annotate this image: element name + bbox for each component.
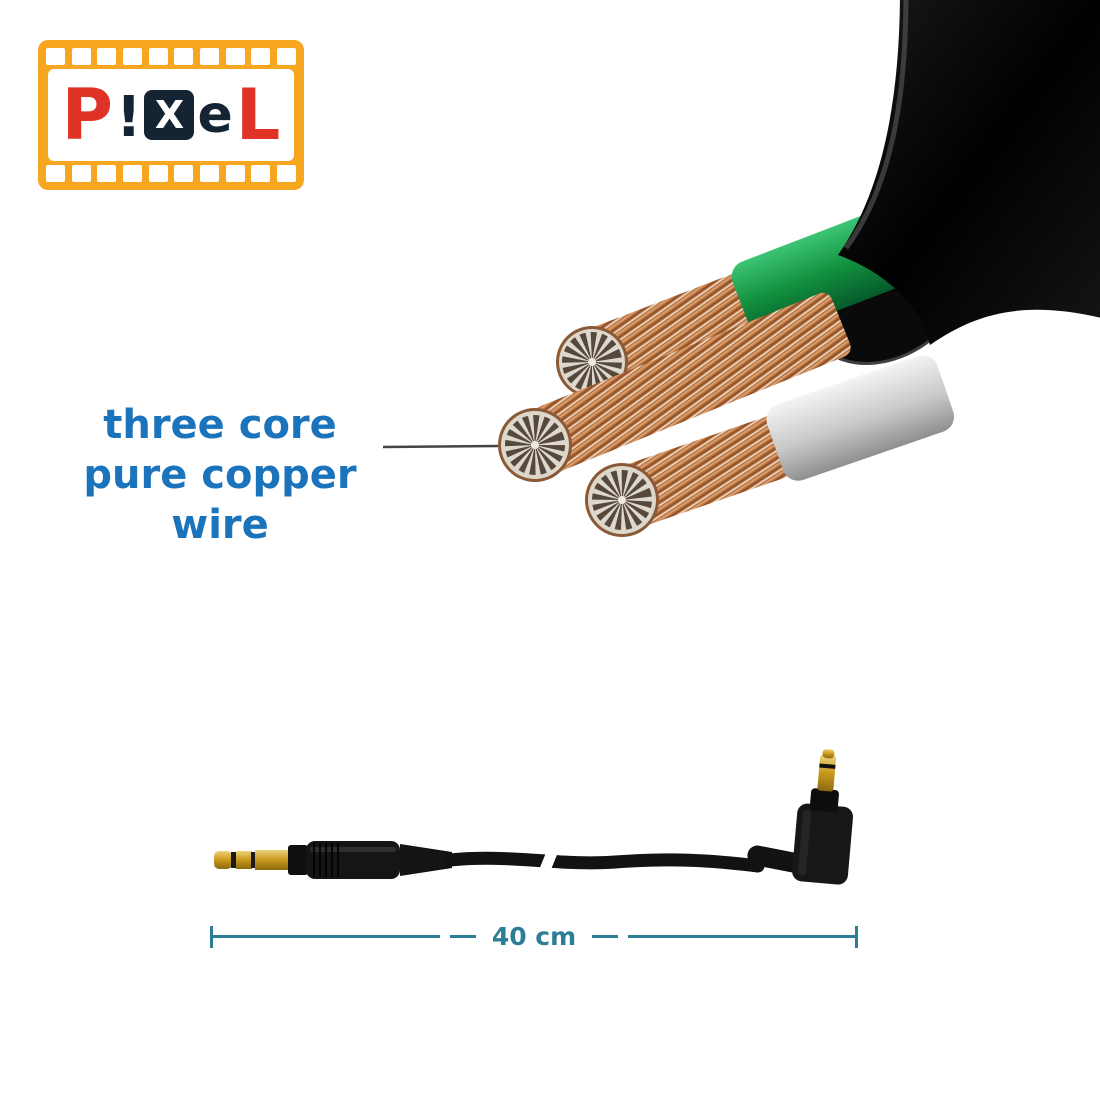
measure-line-left — [213, 935, 440, 938]
brand-logo: P ! X e L — [38, 40, 304, 190]
measure-dash-right — [592, 935, 619, 938]
logo-letter-i: ! — [115, 85, 142, 150]
film-perforations-bottom — [46, 165, 296, 182]
core-end-face — [498, 408, 572, 482]
logo-letter-e: e — [197, 85, 233, 145]
measure-dash-left — [449, 935, 476, 938]
straight-jack — [214, 841, 452, 879]
length-measurement: 40 cm — [210, 922, 858, 951]
logo-letter-x: X — [144, 90, 195, 140]
measure-label: 40 cm — [491, 922, 577, 951]
wire-annotation: three core pure copper wire — [30, 400, 410, 550]
right-angle-jack — [747, 749, 854, 885]
film-perforations-top — [46, 48, 296, 65]
silver-core — [585, 355, 955, 537]
logo-letter-p: P — [61, 74, 113, 156]
silver-sleeve — [766, 355, 955, 481]
annotation-line1: three core — [103, 402, 337, 448]
copper-core — [498, 292, 851, 482]
cable-highlight-slash — [534, 837, 563, 885]
brand-wordmark: P ! X e L — [48, 69, 294, 161]
measure-left-tick — [210, 925, 213, 948]
measure-right-tick — [855, 925, 858, 948]
measure-line-right — [628, 935, 855, 938]
core-end-face — [585, 463, 659, 537]
annotation-pointer-line — [382, 444, 499, 449]
product-cable — [443, 851, 765, 873]
logo-letter-l: L — [235, 74, 281, 156]
cable-jacket-highlight — [843, 0, 909, 250]
annotation-line2: pure copper wire — [83, 452, 357, 548]
